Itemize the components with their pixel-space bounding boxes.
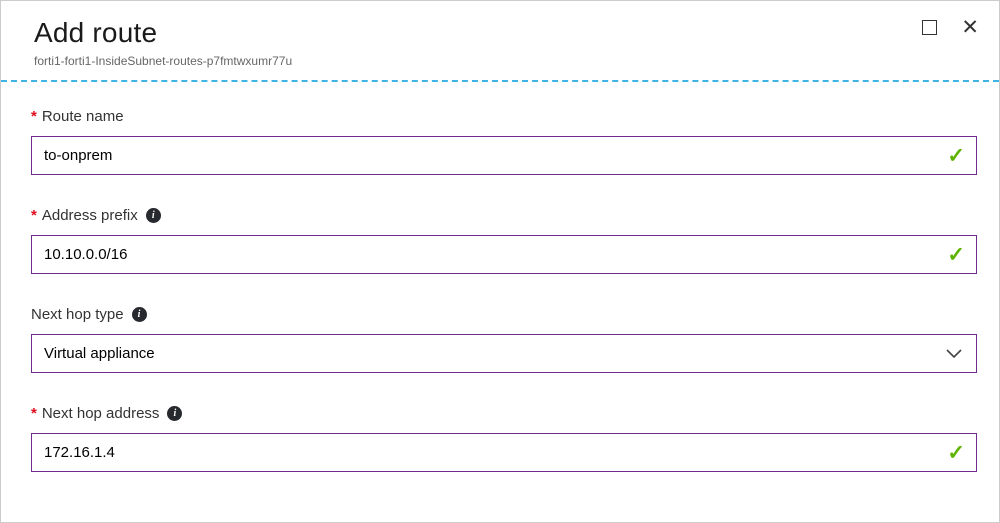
route-name-input-wrap: ✓ (31, 136, 977, 176)
required-asterisk: * (31, 207, 37, 225)
add-route-form: * Route name ✓ * Address prefix i ✓ Ne (1, 82, 999, 473)
blade-header: Add route forti1-forti1-InsideSubnet-rou… (1, 1, 999, 68)
info-icon[interactable]: i (131, 307, 147, 323)
page-title: Add route (34, 17, 158, 48)
page-subtitle: forti1-forti1-InsideSubnet-routes-p7fmtw… (34, 54, 293, 69)
field-route-name: * Route name ✓ (31, 108, 977, 176)
next-hop-address-label: Next hop address (41, 405, 160, 423)
next-hop-address-label-row: * Next hop address i (31, 405, 977, 422)
next-hop-address-input-wrap: ✓ (31, 433, 977, 473)
info-icon[interactable]: i (167, 406, 183, 422)
address-prefix-label-row: * Address prefix i (31, 207, 977, 224)
route-name-label: Route name (41, 108, 124, 126)
field-address-prefix: * Address prefix i ✓ (31, 207, 977, 275)
address-prefix-input-wrap: ✓ (31, 235, 977, 275)
maximize-icon[interactable] (922, 20, 938, 35)
address-prefix-label: Address prefix (41, 207, 138, 225)
next-hop-type-dropdown[interactable]: Virtual appliance (31, 334, 977, 374)
route-name-label-row: * Route name (31, 108, 977, 125)
next-hop-type-selected-value: Virtual appliance (44, 345, 155, 363)
close-icon[interactable]: ✕ (961, 16, 979, 39)
window-controls: ✕ (922, 17, 979, 38)
next-hop-type-label: Next hop type (31, 306, 124, 324)
dashed-separator (1, 80, 999, 83)
required-asterisk: * (31, 405, 37, 423)
required-asterisk: * (31, 108, 37, 126)
field-next-hop-type: Next hop type i Virtual appliance (31, 306, 977, 374)
info-icon[interactable]: i (145, 208, 161, 224)
next-hop-address-input[interactable] (31, 433, 977, 473)
route-name-input[interactable] (31, 136, 977, 176)
chevron-down-icon (946, 349, 962, 359)
next-hop-type-label-row: Next hop type i (31, 306, 977, 323)
address-prefix-input[interactable] (31, 235, 977, 275)
field-next-hop-address: * Next hop address i ✓ (31, 405, 977, 473)
